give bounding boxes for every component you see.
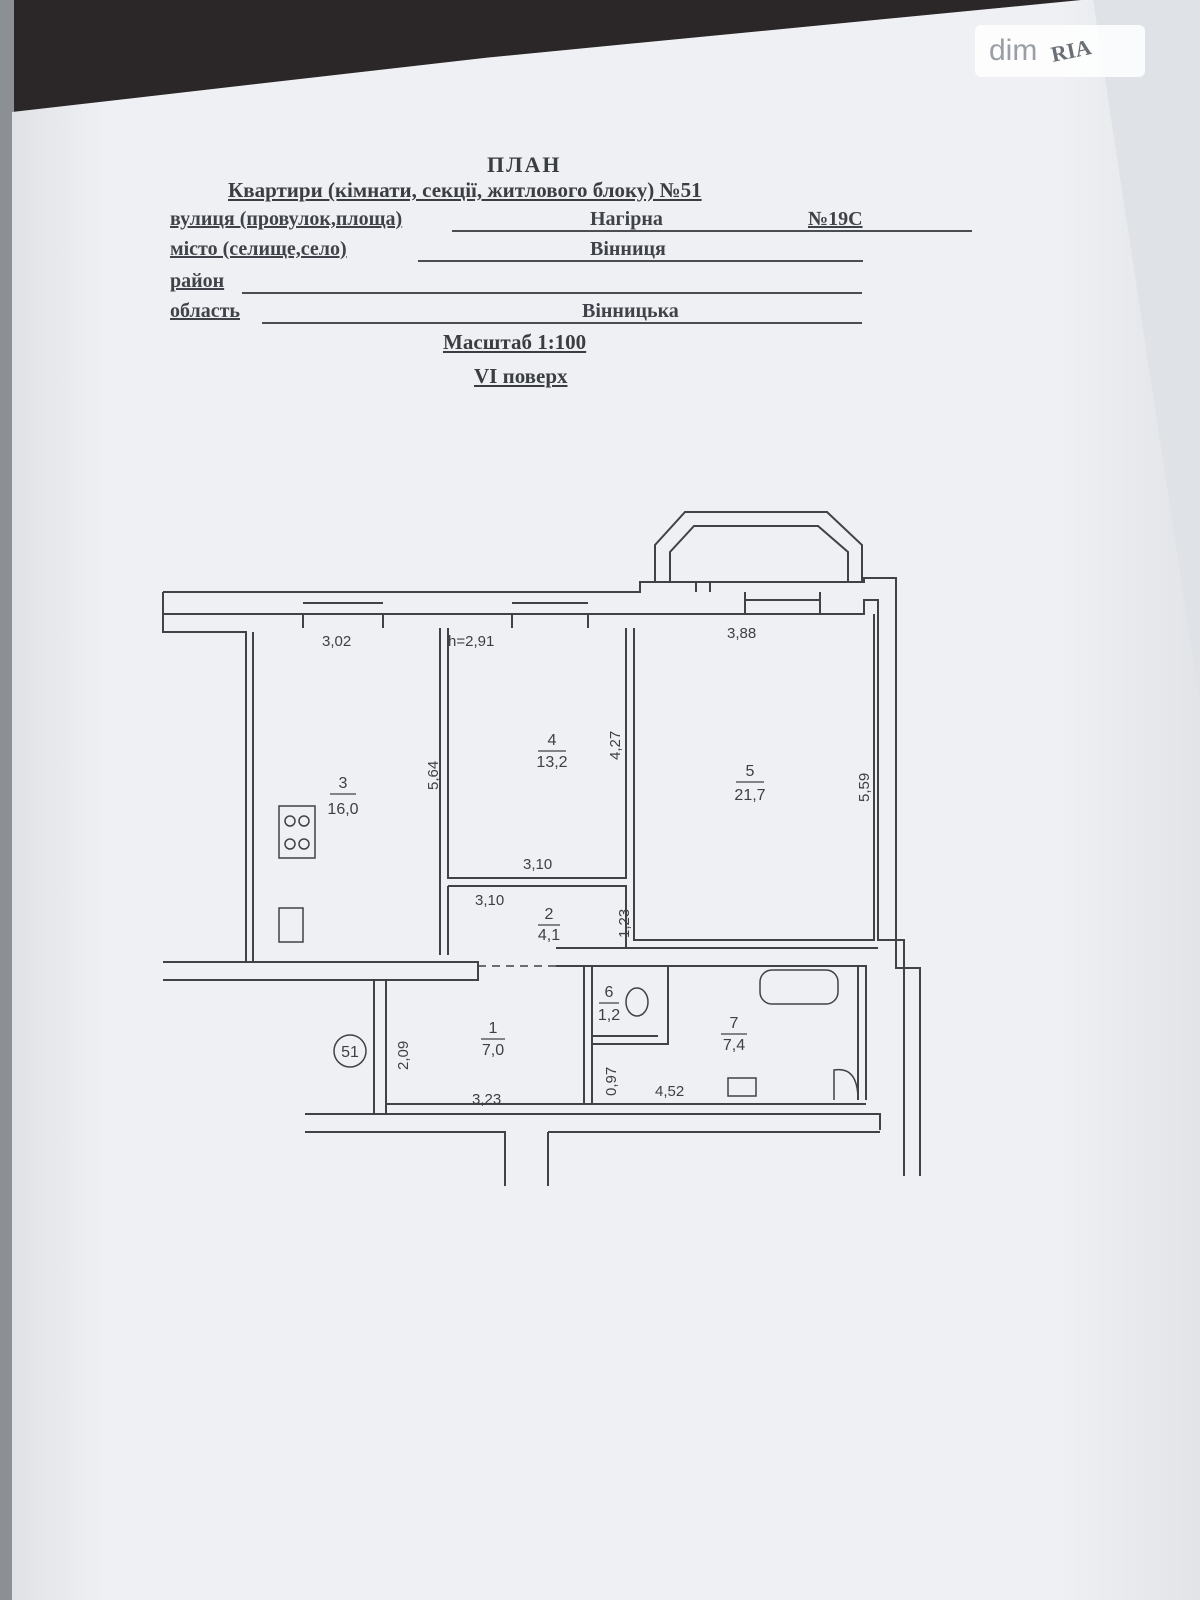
plan-labels: 3,02 h=2,91 3,88 5,64 4,27 5,59 3,10 3,1… [322,625,873,1108]
address-row-district: район [170,270,875,296]
plan-floor: VI поверх [474,364,568,388]
dim-room1-width: 3,23 [472,1091,501,1108]
dim-room3-depth: 5,64 [425,761,442,790]
stove-burner-icon [298,815,310,827]
balcony-outer [654,511,863,582]
room6-number: 6 [605,984,614,1001]
kitchen-sink-icon [278,907,304,943]
room1-right-wall [583,966,593,1104]
dim-room7-width: 4,52 [655,1083,684,1100]
row-label: область [170,300,240,322]
stove-burner-icon [298,838,310,850]
room1-left-wall [373,980,387,1114]
room7-number: 7 [730,1015,739,1032]
room1-number: 1 [489,1020,498,1037]
room6-area: 1,2 [598,1007,620,1024]
room7-area: 7,4 [723,1037,745,1054]
watermark-text: dim [989,34,1038,67]
bathtub-icon [759,969,839,1005]
bathroom-sink-icon [727,1077,757,1097]
document-sheet [12,0,1200,1600]
row-value: Нагірна [590,208,663,230]
stove-icon [278,805,316,859]
room3-area: 16,0 [327,801,358,818]
plan-title: ПЛАН [487,152,562,177]
address-row-street: вулиця (провулок,площа) Нагірна №19С [170,208,972,234]
dim-room1-depth: 2,09 [395,1041,412,1070]
room1-area: 7,0 [482,1042,504,1059]
toilet-icon [625,987,649,1017]
outer-wall-top-right [163,577,921,1176]
row-suffix: №19С [808,208,863,230]
plan-scale: Масштаб 1:100 [443,330,587,354]
dim-room4-depth: 4,27 [607,731,624,760]
dim-room5-depth: 5,59 [856,773,873,802]
dim-room2-width: 3,10 [475,892,504,909]
room5-area: 21,7 [734,787,765,804]
watermark: dim RIA [975,25,1145,77]
row-label: місто (селище,село) [170,238,347,260]
plan-subtitle: Квартири (кімнати, секції, житлового бло… [228,178,702,202]
fill-line [242,292,862,294]
partition-walls-rooms-4-5 [439,614,875,955]
plan-walls [162,511,921,1186]
stove-burner-icon [284,838,296,850]
room4-area: 13,2 [536,754,567,771]
inner-wall-top [163,599,905,1176]
fill-line [262,322,862,324]
fill-line [418,260,863,262]
room2-number: 2 [545,906,554,923]
stove-burner-icon [284,815,296,827]
apartment-marker: 51 [341,1044,359,1061]
room4-number: 4 [548,732,557,749]
room2-area: 4,1 [538,927,560,944]
page-edge-left [0,0,14,1600]
corridor-wall-left [163,961,479,981]
dim-room2-depth: 1,23 [616,909,633,938]
row-value: Вінницька [582,300,679,322]
fixtures [278,805,859,1101]
dim-room5-width: 3,88 [727,625,756,642]
row-label: вулиця (провулок,площа) [170,208,403,230]
row-value: Вінниця [590,238,666,260]
dim-room6-depth: 0,97 [603,1067,620,1096]
outer-wall-left [162,592,247,962]
dim-room4-width-bottom: 3,10 [523,856,552,873]
ceiling-height: h=2,91 [448,633,494,650]
apartment-marker-circle [333,1034,367,1068]
address-row-region: область Вінницька [170,300,875,326]
room2-walls [447,885,627,955]
shower-tray-icon [833,1068,859,1101]
window-jambs [302,592,821,628]
window-glazing [303,599,820,604]
room5-number: 5 [746,763,755,780]
room3-number: 3 [339,775,348,792]
fill-line [452,230,972,232]
wc-walls [592,966,669,1045]
address-row-city: місто (селище,село) Вінниця [170,238,875,264]
dim-room3-width: 3,02 [322,633,351,650]
row-label: район [170,270,225,292]
balcony-inner [669,525,849,582]
bottom-walls [305,1103,881,1186]
balcony-door-jambs [695,582,711,592]
corridor-wall-right [556,947,878,1100]
